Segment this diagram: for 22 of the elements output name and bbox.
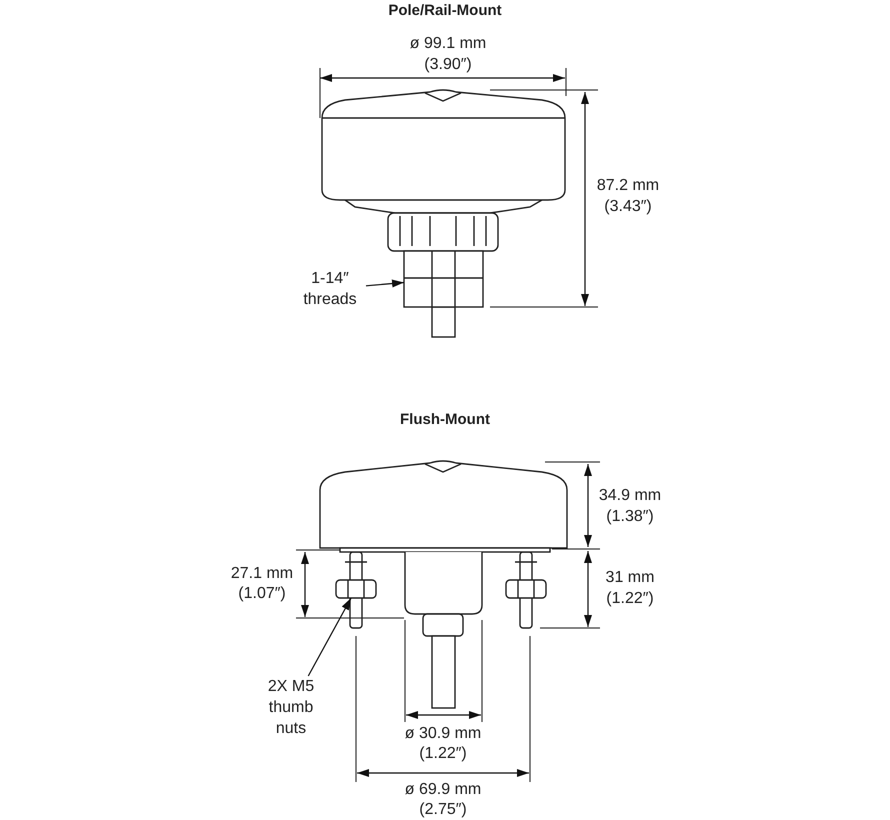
dimension-text: ø 99.1 mm [410,34,486,53]
leader-line [308,598,352,676]
dimension-text: (3.43″) [604,197,652,216]
dimension-text: 34.9 mm [598,486,662,505]
dimension-text: (1.07″) [238,584,286,603]
dimension-text: (1.22″) [419,744,467,763]
dimension-text: 27.1 mm [230,564,294,583]
callout-text: 1-14″ threads [294,268,366,310]
dimension-text: 31 mm [606,568,654,587]
callout-text: 2X M5 thumb nuts [252,676,330,739]
dimension-text: (1.22″) [606,589,654,608]
dimension-text: 87.2 mm [596,176,660,195]
view-heading: Flush-Mount [400,410,490,429]
view-heading: Pole/Rail-Mount [388,1,502,20]
dimension-text: ø 30.9 mm [404,724,482,743]
dimension-text: (2.75″) [419,800,467,819]
dimension-text: (1.38″) [606,507,654,526]
dimension-text: ø 69.9 mm [404,780,482,799]
thread-section [403,250,484,308]
arrow [366,280,404,288]
thumb-nut [335,579,377,599]
dimension-text: (3.90″) [424,55,472,74]
